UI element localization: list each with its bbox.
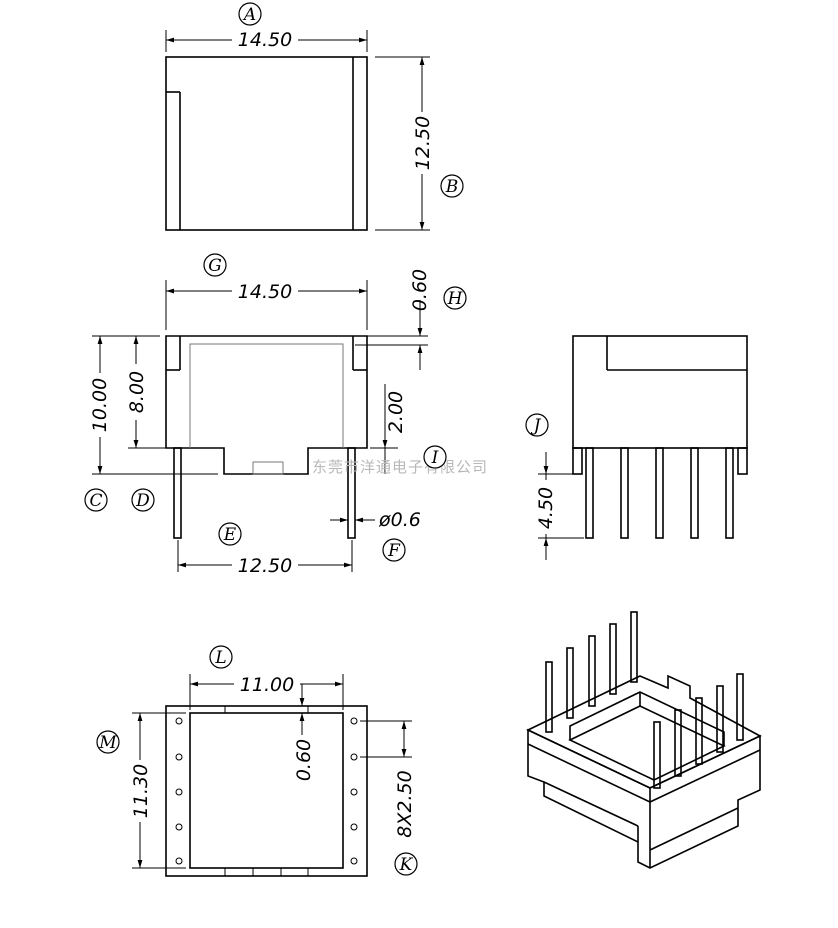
dim-pin-dia: ø0.6 — [378, 509, 421, 531]
label-a-text: A — [242, 5, 256, 25]
label-b: B — [440, 174, 464, 198]
dim-step: 2.00 — [385, 391, 407, 433]
label-f: F — [382, 538, 406, 562]
side-view: 4.50 — [535, 335, 748, 560]
label-i-text: I — [431, 448, 439, 468]
dim-front-width: 14.50 — [238, 281, 292, 303]
bottom-view: 11.00 0.60 11.30 8X2.50 — [129, 674, 416, 877]
label-m-text: M — [98, 733, 117, 753]
label-a: A — [238, 2, 262, 26]
label-m: M — [96, 730, 120, 754]
label-h: H — [443, 286, 467, 310]
dim-overall-height: 10.00 — [89, 378, 111, 432]
dim-flange: 0.60 — [409, 269, 431, 311]
label-e: E — [218, 522, 242, 546]
label-k-text: K — [399, 855, 414, 875]
label-d: D — [131, 488, 155, 512]
label-c-text: C — [89, 491, 102, 511]
label-k: K — [394, 852, 418, 876]
label-l: L — [209, 645, 233, 669]
label-d-text: D — [135, 491, 150, 511]
label-g: G — [203, 253, 227, 277]
label-h-text: H — [447, 289, 464, 309]
dim-bottom-width: 11.00 — [240, 674, 294, 696]
label-b-text: B — [445, 177, 459, 197]
label-f-text: F — [387, 541, 401, 561]
dim-bottom-offset: 0.60 — [293, 739, 315, 781]
dim-bottom-height: 11.30 — [130, 764, 152, 818]
company-watermark: 东莞市洋通电子有限公司 — [312, 458, 488, 476]
label-l-text: L — [214, 648, 226, 668]
isometric-view — [526, 611, 762, 869]
label-i: I — [423, 445, 447, 469]
label-j: J — [525, 413, 549, 437]
label-j-text: J — [531, 416, 542, 436]
dim-pin-length: 4.50 — [535, 487, 557, 529]
label-e-text: E — [223, 525, 237, 545]
dim-pitch: 8X2.50 — [394, 770, 416, 837]
label-c: C — [84, 488, 108, 512]
dim-top-width: 14.50 — [238, 29, 292, 51]
dim-body-height: 8.00 — [126, 371, 148, 413]
dim-top-height: 12.50 — [412, 116, 434, 170]
dim-pin-span: 12.50 — [238, 555, 292, 577]
front-view: 14.50 0.60 10.00 8.00 2.00 12.50 ø0.6 — [88, 269, 431, 577]
label-g-text: G — [208, 256, 222, 276]
top-view: 14.50 12.50 — [165, 29, 434, 231]
